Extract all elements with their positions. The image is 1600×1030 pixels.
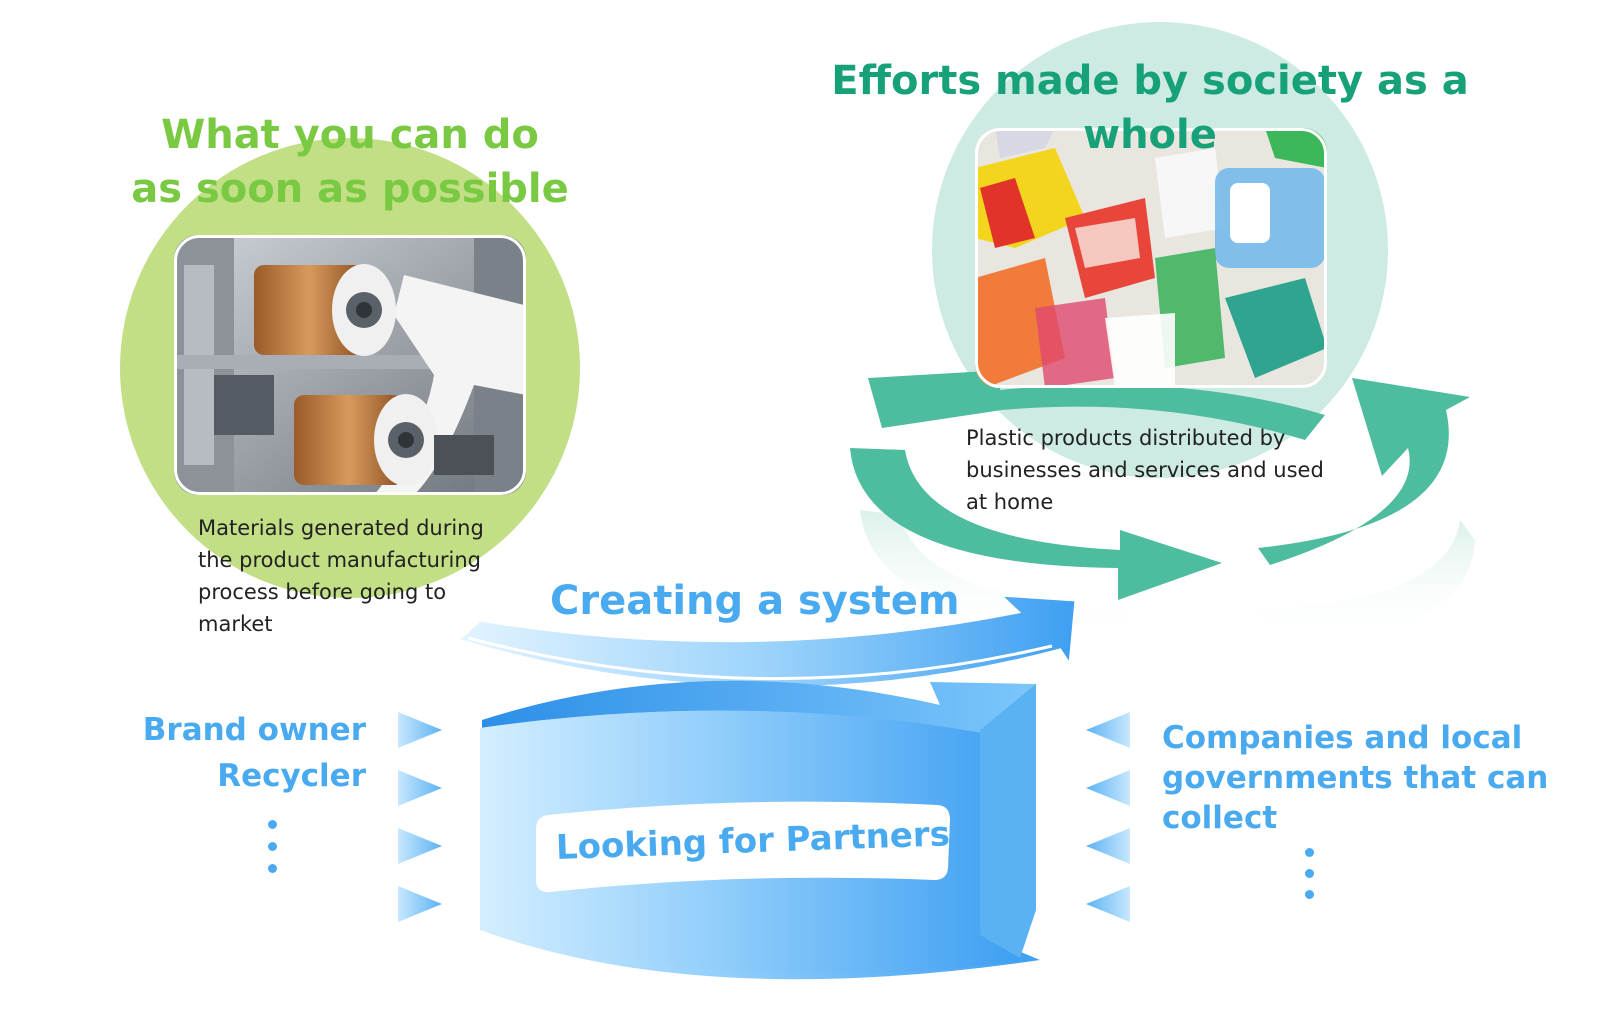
left-caption: Materials generated during the product m… [198,512,518,640]
right-caption-line2: businesses and services and used [966,458,1324,482]
left-ellipsis-dot [268,820,277,829]
left-caption-line1: Materials generated during [198,516,484,540]
creating-system-label: Creating a system [550,578,960,624]
left-ellipsis-dot [268,842,277,851]
left-caption-line2: the product manufacturing [198,548,481,572]
right-ellipsis-dot [1305,848,1314,857]
left-caption-line3: process before going to [198,580,447,604]
right-ellipsis-dot [1305,869,1314,878]
right-partner-list: Companies and local governments that can… [1162,718,1562,838]
left-title-line1: What you can do [161,112,539,158]
system-arrow [455,593,1078,690]
left-title-line2: as soon as possible [131,166,569,212]
left-caption-line4: market [198,612,273,636]
right-partner-line1: Companies and local [1162,720,1523,756]
partners-label-box [536,801,950,893]
cycle-arrows [850,370,1470,600]
right-chevrons [1086,712,1130,922]
right-partner-line3: collect [1162,800,1278,836]
right-ellipsis-dot [1305,890,1314,899]
recycler-label: Recycler [217,758,366,794]
left-chevrons [398,712,442,922]
left-partner-list: Brand owner Recycler [140,710,366,796]
manufacturing-photo [174,235,526,495]
brand-owner-label: Brand owner [142,712,366,748]
right-caption: Plastic products distributed by business… [966,422,1346,518]
left-title: What you can do as soon as possible [120,108,580,216]
right-caption-line1: Plastic products distributed by [966,426,1286,450]
band-top [482,680,1036,740]
right-caption-line3: at home [966,490,1054,514]
plastic-waste-photo [975,128,1327,388]
right-title: Efforts made by society as a whole [831,58,1469,158]
left-ellipsis-dot [268,864,277,873]
right-partner-line2: governments that can [1162,760,1549,796]
